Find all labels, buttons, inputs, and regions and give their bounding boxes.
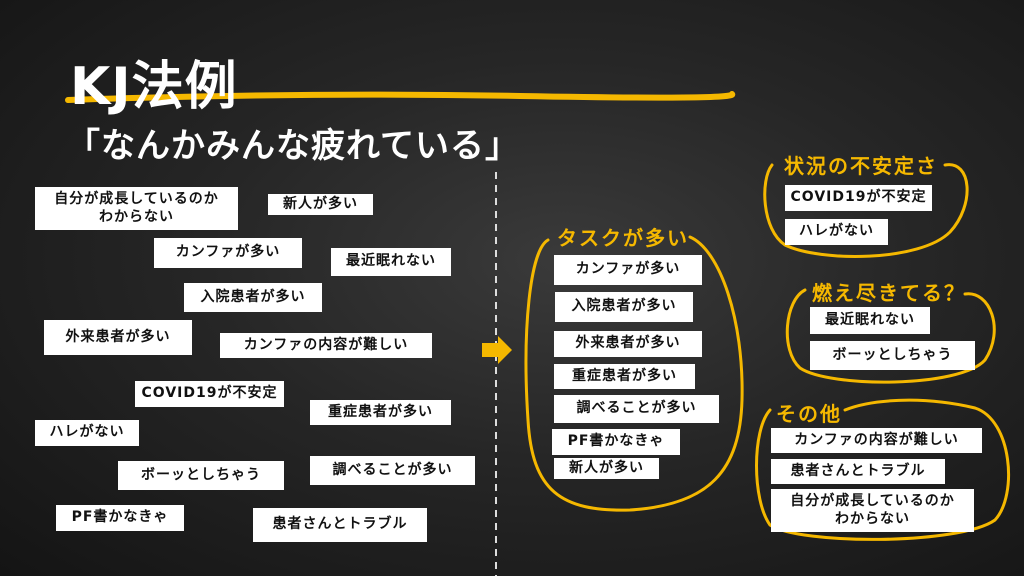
sticky-card: ボーッとしちゃう bbox=[118, 461, 284, 490]
group-card: PF書かなきゃ bbox=[552, 429, 680, 455]
group-loop-task bbox=[524, 235, 744, 512]
sticky-card: PF書かなきゃ bbox=[56, 505, 184, 531]
sticky-card: COVID19が不安定 bbox=[135, 381, 284, 407]
group-card: ボーッとしちゃう bbox=[810, 341, 975, 370]
sticky-card: 新人が多い bbox=[268, 194, 373, 215]
sticky-card: 外来患者が多い bbox=[44, 320, 192, 355]
group-label: 状況の不安定さ bbox=[784, 154, 938, 178]
sticky-card: 調べることが多い bbox=[310, 456, 475, 485]
group-card: 自分が成長しているのか わからない bbox=[771, 489, 974, 532]
sticky-card: 最近眠れない bbox=[331, 248, 451, 276]
group-card: COVID19が不安定 bbox=[785, 185, 932, 211]
sticky-card: 重症患者が多い bbox=[310, 400, 451, 425]
sticky-card: ハレがない bbox=[35, 420, 139, 446]
arrow-right-icon bbox=[482, 336, 512, 364]
page-subtitle: 「なんかみんな疲れている」 bbox=[66, 126, 520, 166]
group-card: 外来患者が多い bbox=[554, 331, 702, 357]
group-label: 燃え尽きてる？ bbox=[812, 281, 966, 305]
group-card: カンファが多い bbox=[554, 255, 702, 285]
group-label: タスクが多い bbox=[557, 226, 689, 250]
group-loop-burnout bbox=[785, 288, 996, 384]
group-card: 患者さんとトラブル bbox=[771, 459, 945, 484]
group-card: カンファの内容が難しい bbox=[771, 428, 982, 453]
sticky-card: 自分が成長しているのか わからない bbox=[35, 187, 238, 230]
group-card: ハレがない bbox=[785, 219, 888, 245]
sticky-card: 患者さんとトラブル bbox=[253, 508, 427, 542]
group-label: その他 bbox=[776, 402, 842, 426]
sticky-card: カンファが多い bbox=[154, 238, 302, 268]
group-loop-other bbox=[755, 398, 1011, 541]
group-loop-instability bbox=[763, 163, 969, 258]
page-title: KJ法例 bbox=[70, 57, 238, 117]
group-card: 調べることが多い bbox=[554, 395, 719, 423]
title-underline bbox=[65, 91, 736, 103]
group-card: 重症患者が多い bbox=[554, 364, 695, 389]
group-card: 入院患者が多い bbox=[555, 292, 693, 322]
sticky-card: 入院患者が多い bbox=[184, 283, 322, 312]
group-card: 新人が多い bbox=[554, 458, 659, 479]
sticky-card: カンファの内容が難しい bbox=[220, 333, 432, 358]
group-card: 最近眠れない bbox=[810, 307, 930, 334]
